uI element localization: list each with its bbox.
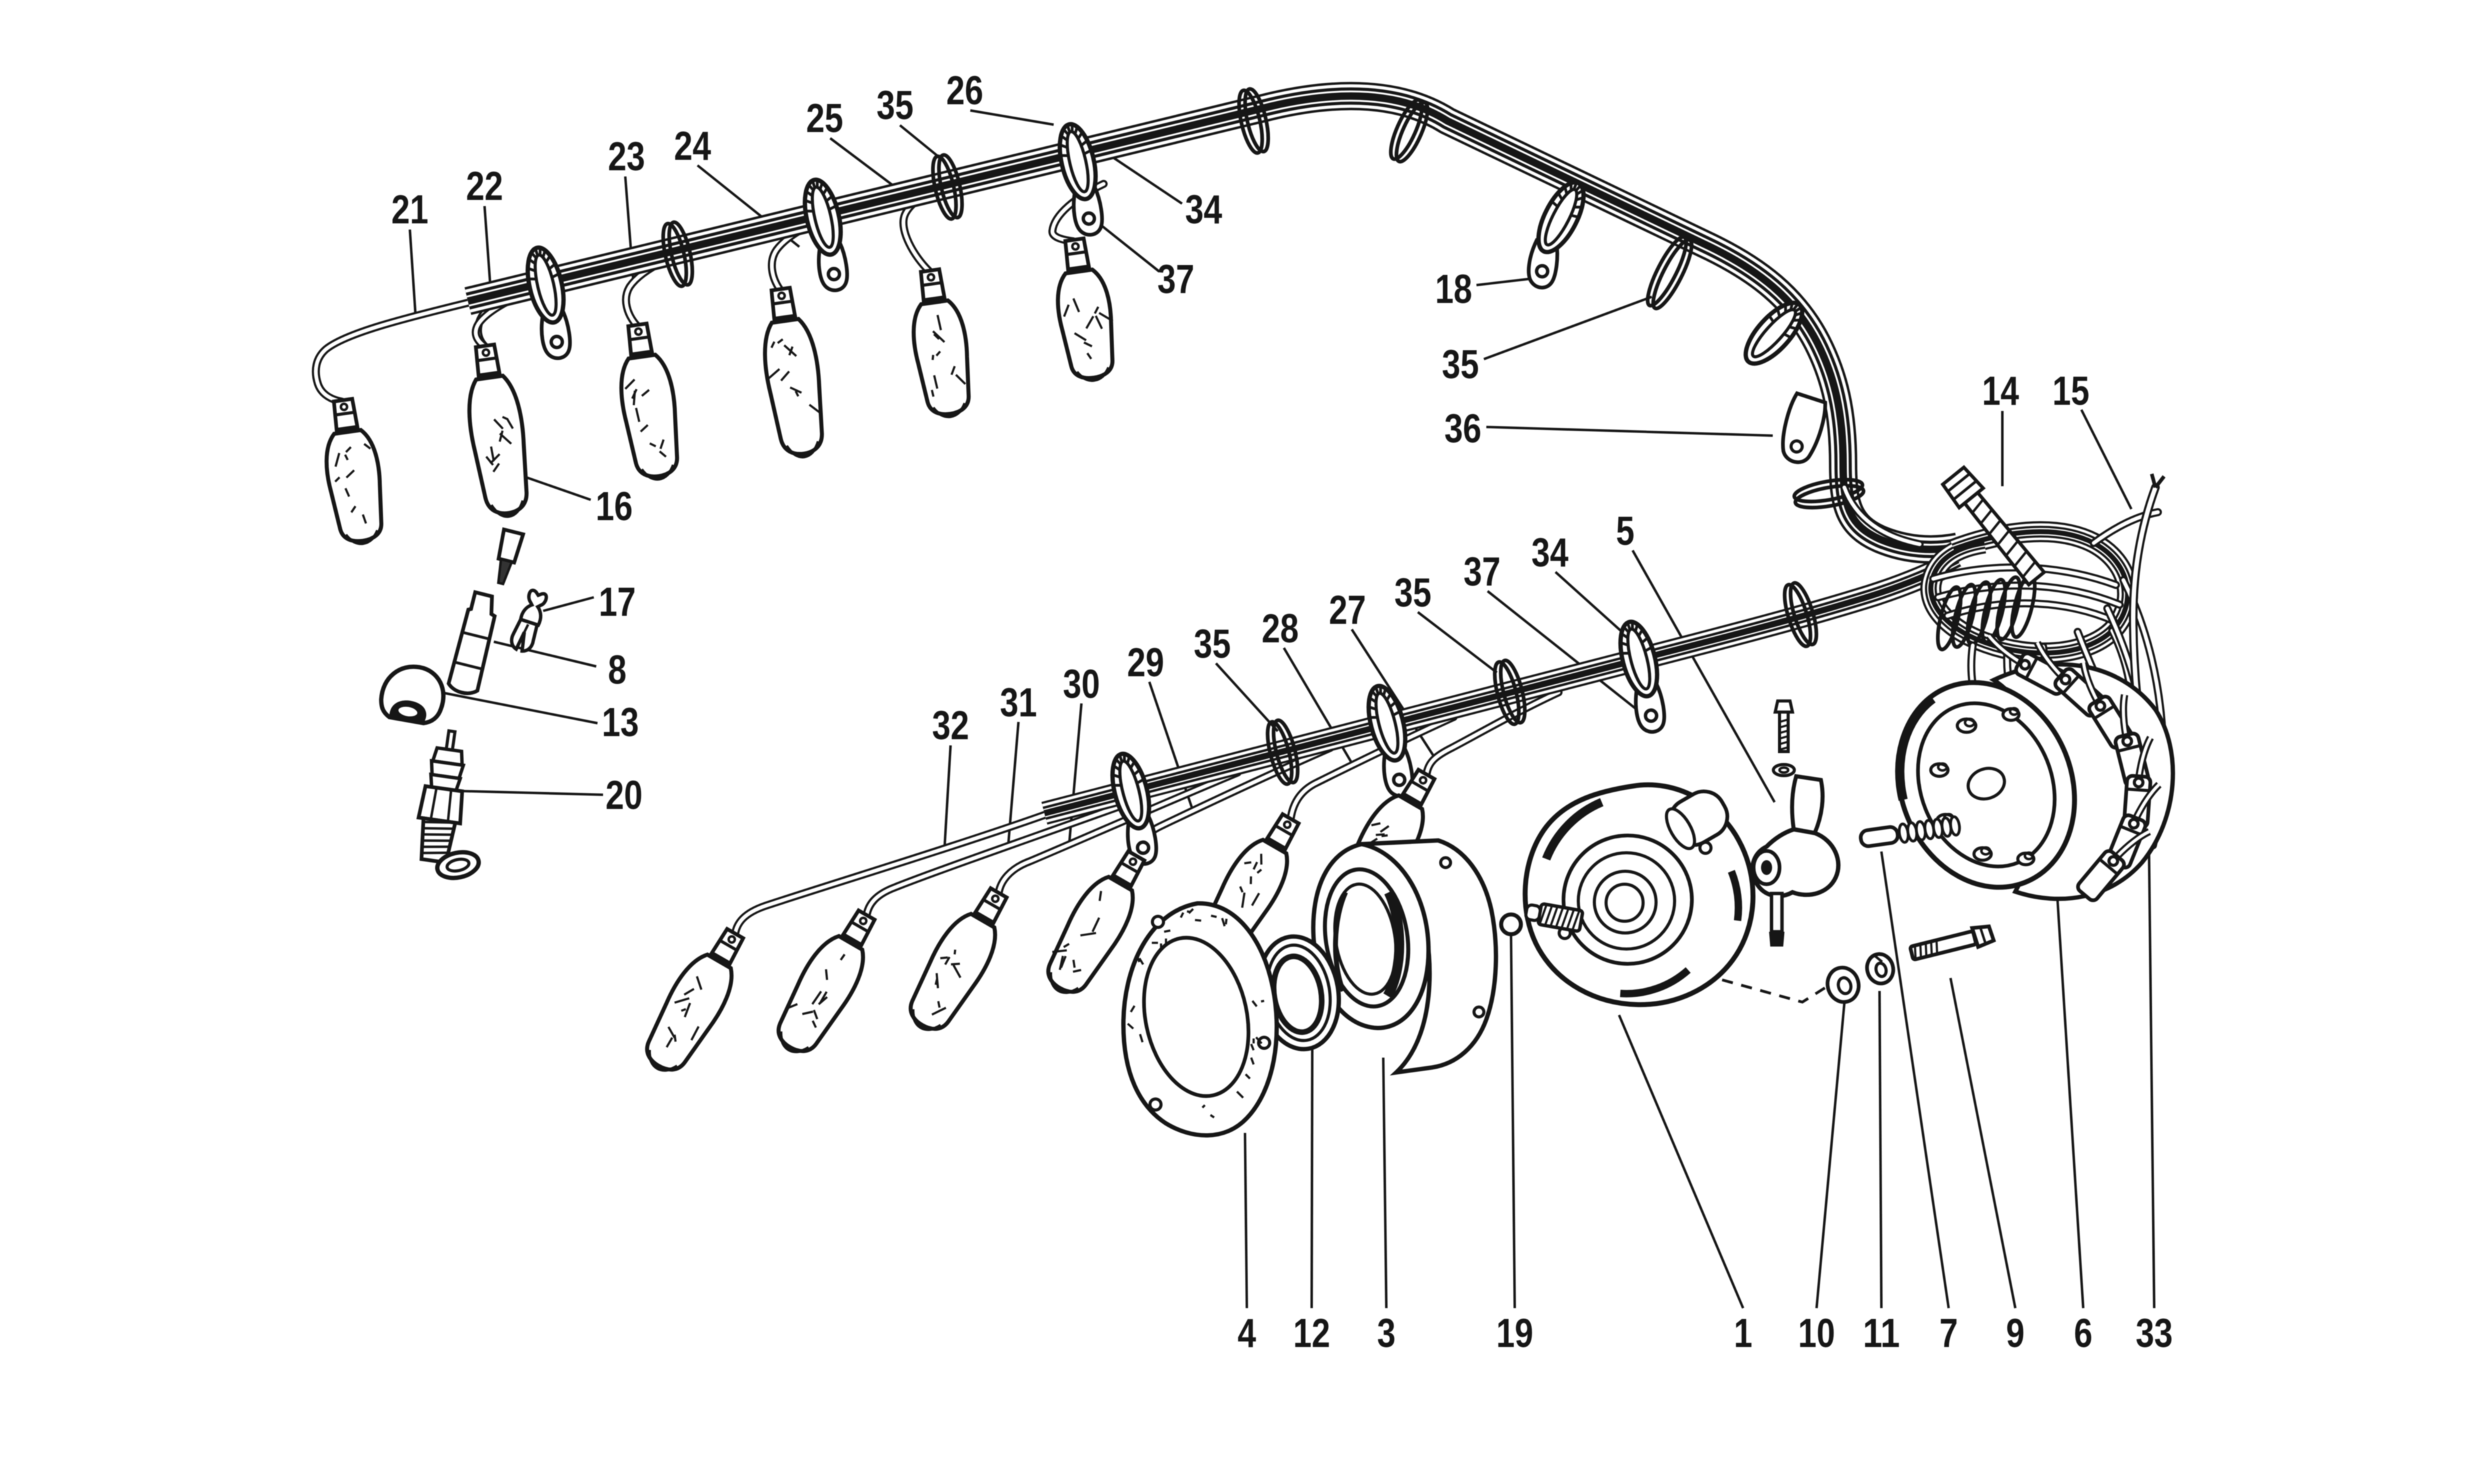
svg-text:31: 31 [1000,679,1037,725]
svg-text:27: 27 [1329,587,1366,632]
svg-text:35: 35 [876,82,914,128]
svg-text:12: 12 [1293,1310,1330,1356]
svg-text:26: 26 [946,67,983,113]
svg-text:37: 37 [1157,256,1194,302]
svg-text:30: 30 [1063,661,1100,707]
svg-text:4: 4 [1238,1310,1256,1356]
svg-text:24: 24 [674,123,711,168]
svg-text:3: 3 [1377,1310,1396,1356]
svg-text:8: 8 [608,647,627,692]
svg-text:10: 10 [1798,1310,1835,1356]
svg-text:14: 14 [1982,368,2019,413]
svg-text:19: 19 [1496,1310,1533,1356]
svg-text:25: 25 [806,95,843,141]
svg-text:16: 16 [596,483,633,529]
svg-text:21: 21 [391,186,428,232]
svg-text:23: 23 [608,133,645,179]
svg-text:34: 34 [1531,529,1568,575]
svg-text:33: 33 [2136,1310,2173,1356]
svg-text:9: 9 [2006,1310,2025,1356]
svg-text:35: 35 [1442,341,1479,387]
svg-text:6: 6 [2074,1310,2092,1356]
svg-text:7: 7 [1939,1310,1958,1356]
svg-text:37: 37 [1463,549,1501,594]
svg-text:32: 32 [932,702,969,748]
svg-text:13: 13 [602,699,639,745]
svg-text:1: 1 [1734,1310,1752,1356]
svg-text:35: 35 [1394,570,1431,615]
svg-text:34: 34 [1185,186,1222,232]
svg-text:29: 29 [1127,639,1164,685]
svg-text:20: 20 [606,772,643,818]
svg-text:5: 5 [1616,508,1634,553]
svg-text:22: 22 [466,163,503,209]
svg-text:18: 18 [1435,266,1472,312]
svg-text:35: 35 [1194,621,1231,666]
svg-text:36: 36 [1444,405,1481,451]
svg-text:15: 15 [2052,368,2089,413]
svg-text:17: 17 [599,579,636,624]
svg-text:28: 28 [1262,605,1299,651]
svg-text:11: 11 [1863,1310,1900,1356]
